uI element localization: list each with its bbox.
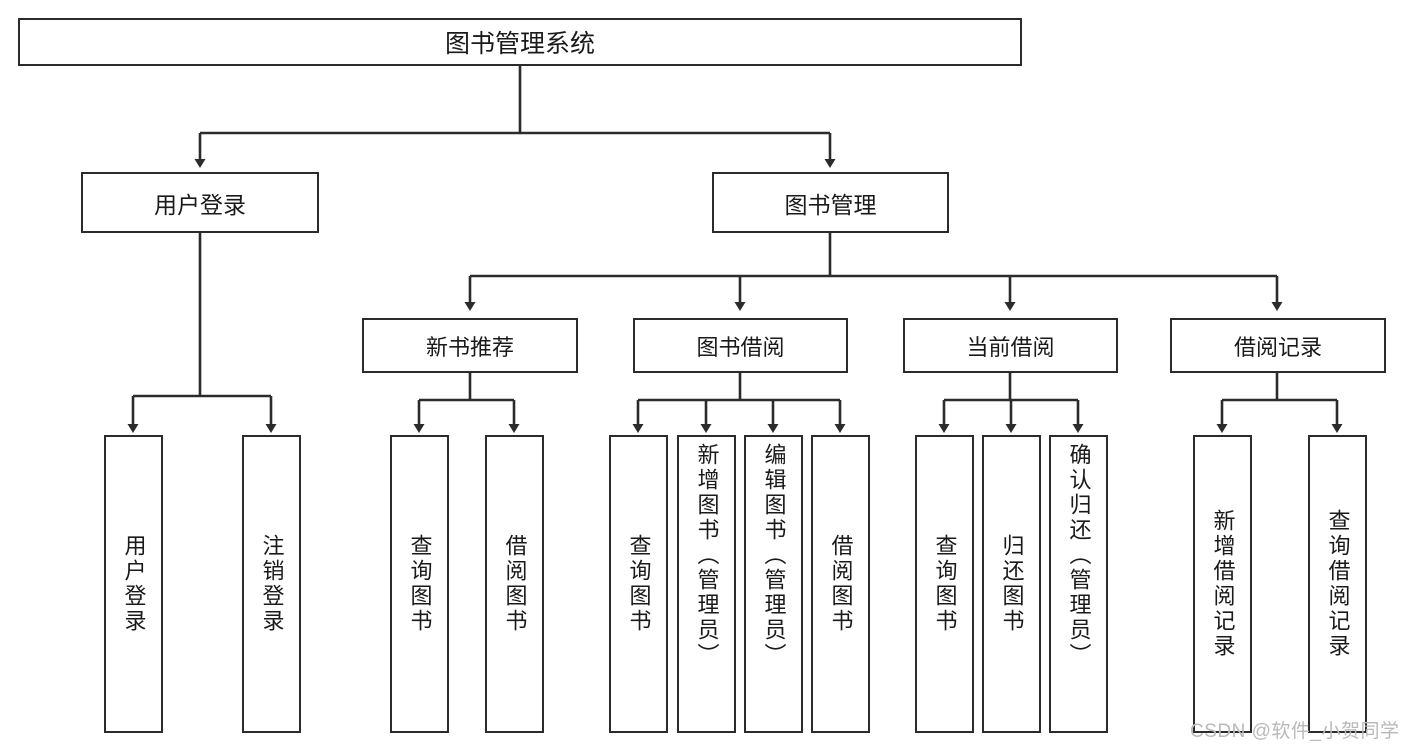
- leaf-borrow-book-1[interactable]: 借阅图书: [485, 435, 544, 733]
- leaf-query-book-3-label: 查询图书: [932, 534, 958, 634]
- node-book-management-label: 图书管理: [784, 191, 877, 218]
- node-book-management[interactable]: 图书管理: [712, 172, 949, 233]
- leaf-edit-book-label: 编辑图书（管理员）: [761, 443, 787, 668]
- node-root-label: 图书管理系统: [444, 30, 595, 58]
- node-borrow-record-label: 借阅记录: [1233, 334, 1322, 360]
- leaf-return-book-label: 归还图书: [999, 534, 1025, 634]
- node-user-login-label: 用户登录: [154, 191, 246, 218]
- leaf-confirm-return-label: 确认归还（管理员）: [1066, 443, 1092, 668]
- leaf-add-book[interactable]: 新增图书（管理员）: [677, 435, 736, 733]
- leaf-query-book-1-label: 查询图书: [407, 534, 433, 634]
- leaf-add-record[interactable]: 新增借阅记录: [1193, 435, 1252, 733]
- node-new-book-recommend[interactable]: 新书推荐: [362, 318, 578, 373]
- node-book-borrow[interactable]: 图书借阅: [633, 318, 848, 373]
- leaf-edit-book[interactable]: 编辑图书（管理员）: [744, 435, 803, 733]
- leaf-return-book[interactable]: 归还图书: [982, 435, 1041, 733]
- leaf-borrow-book-2[interactable]: 借阅图书: [811, 435, 870, 733]
- node-current-borrow[interactable]: 当前借阅: [903, 318, 1118, 373]
- leaf-query-record[interactable]: 查询借阅记录: [1308, 435, 1367, 733]
- watermark: CSDN @软件_小贺同学: [1190, 721, 1400, 742]
- leaf-user-login[interactable]: 用户登录: [104, 435, 163, 733]
- leaf-add-book-label: 新增图书（管理员）: [694, 443, 720, 668]
- leaf-borrow-book-2-label: 借阅图书: [828, 534, 854, 634]
- leaf-add-record-label: 新增借阅记录: [1210, 509, 1236, 659]
- leaf-confirm-return[interactable]: 确认归还（管理员）: [1049, 435, 1108, 733]
- leaf-query-book-1[interactable]: 查询图书: [390, 435, 449, 733]
- leaf-logout-label: 注销登录: [259, 534, 285, 634]
- node-new-book-recommend-label: 新书推荐: [425, 334, 514, 360]
- leaf-query-book-3[interactable]: 查询图书: [915, 435, 974, 733]
- node-borrow-record[interactable]: 借阅记录: [1170, 318, 1386, 373]
- node-current-borrow-label: 当前借阅: [966, 334, 1055, 360]
- leaf-borrow-book-1-label: 借阅图书: [502, 534, 528, 634]
- leaf-query-book-2[interactable]: 查询图书: [609, 435, 668, 733]
- node-book-borrow-label: 图书借阅: [696, 334, 785, 360]
- node-root[interactable]: 图书管理系统: [18, 18, 1022, 66]
- node-user-login[interactable]: 用户登录: [81, 172, 319, 233]
- leaf-query-book-2-label: 查询图书: [626, 534, 652, 634]
- leaf-query-record-label: 查询借阅记录: [1325, 509, 1351, 659]
- leaf-logout[interactable]: 注销登录: [242, 435, 301, 733]
- leaf-user-login-label: 用户登录: [121, 534, 147, 634]
